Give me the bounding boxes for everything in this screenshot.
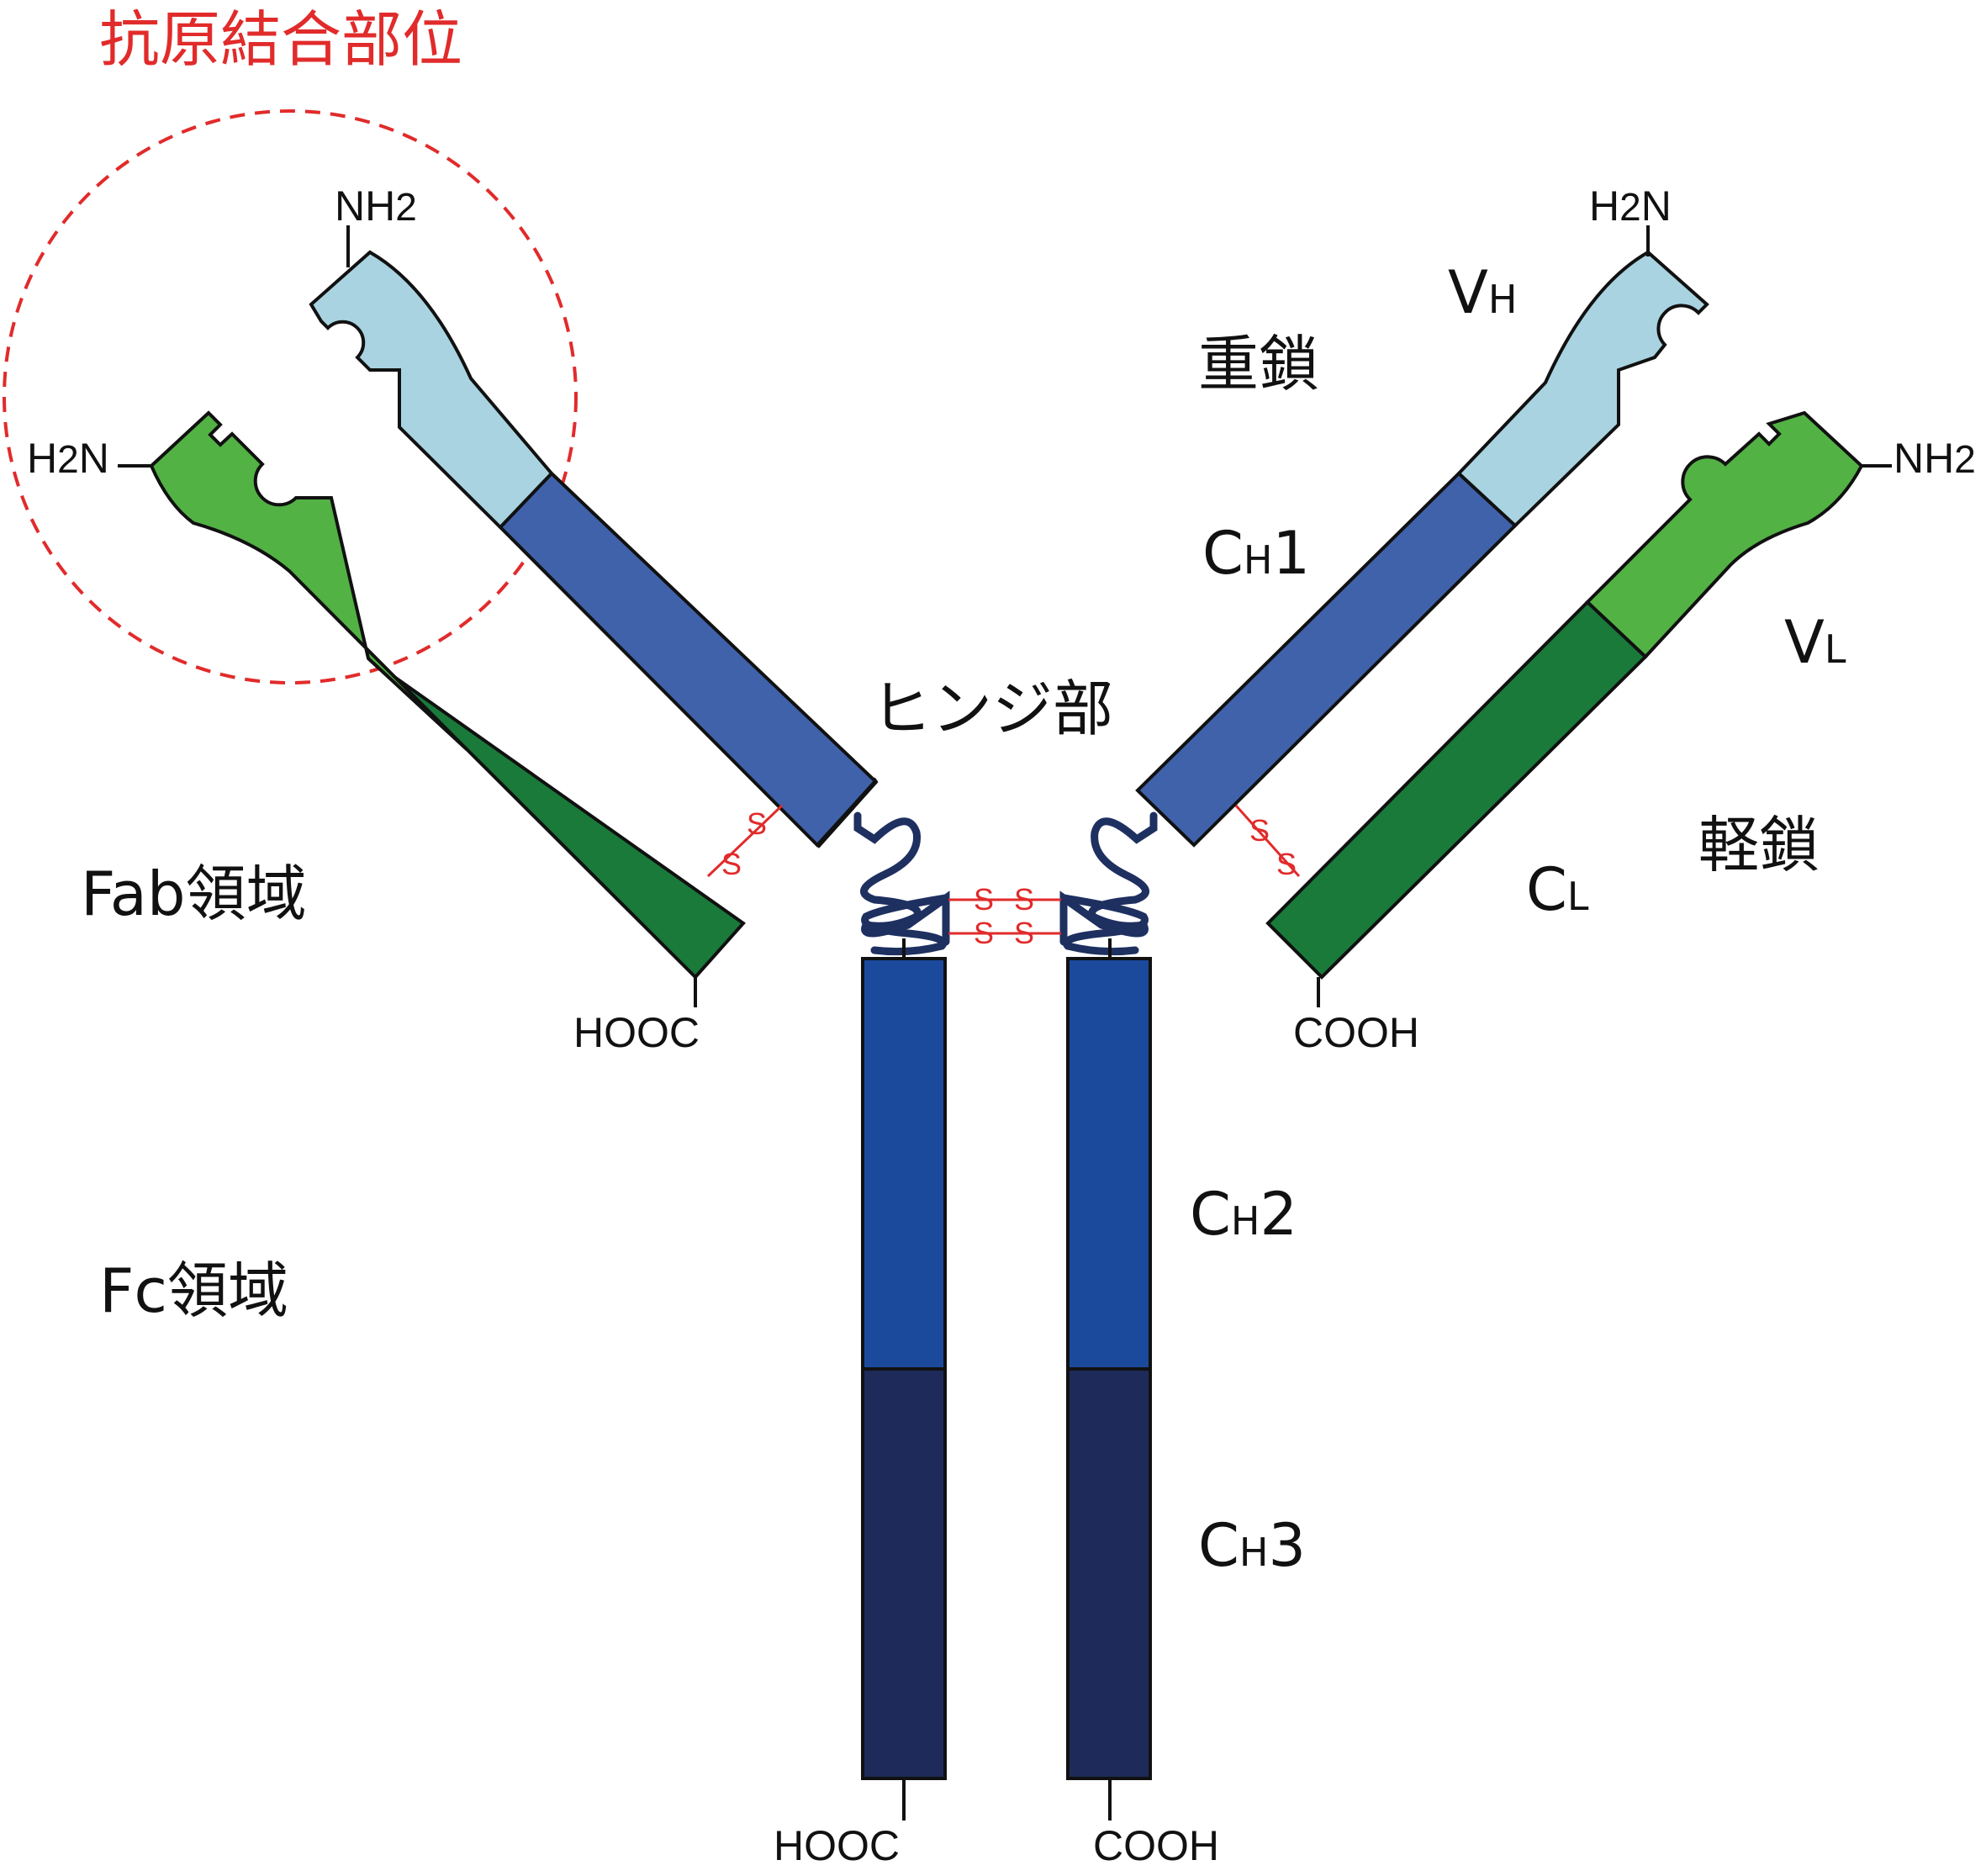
left-arm-s-lower: S (721, 847, 742, 881)
hinge-region (853, 811, 1158, 956)
left-fc-c-terminus: HOOC (774, 1822, 900, 1869)
right-light-c-terminus: COOH (1293, 1009, 1419, 1056)
left-heavy-n-terminus: NH2 (335, 182, 417, 230)
right-fc-c-terminus: COOH (1093, 1822, 1219, 1869)
right-disulfide-link (1234, 805, 1301, 877)
vh-label: VH (1448, 258, 1517, 327)
ch1-label: CH1 (1202, 519, 1310, 588)
right-ch2-domain (1066, 957, 1152, 1371)
hinge-label: ヒンジ部 (871, 674, 1113, 744)
right-arm-s-lower: S (1276, 847, 1297, 881)
antigen-binding-site-label: 抗原結合部位 (99, 4, 462, 75)
right-heavy-variable-domain (1456, 250, 1709, 528)
left-heavy-variable-domain (309, 250, 554, 530)
ch3-label: CH3 (1198, 1511, 1306, 1580)
fc-region-label: Fc領域 (99, 1255, 288, 1326)
vl-label: VL (1784, 608, 1846, 677)
antigen-binding-site-circle (3, 109, 578, 684)
terminus-ticks (118, 225, 1892, 1821)
left-ch2-domain (861, 957, 947, 1371)
hinge-s-3: S (974, 916, 994, 950)
hinge-s-1: S (974, 882, 994, 917)
left-light-variable-domain (149, 410, 468, 751)
left-disulfide-link (706, 804, 784, 878)
left-arm-s-upper: S (747, 806, 767, 841)
left-ch3-domain (861, 1367, 947, 1780)
right-heavy-n-terminus: H2N (1589, 182, 1672, 230)
light-chain-label: 軽鎖 (1698, 810, 1820, 880)
right-arm-s-upper: S (1249, 813, 1270, 848)
heavy-chain-label: 重鎖 (1198, 329, 1319, 399)
right-ch3-domain (1066, 1367, 1152, 1780)
ch2-label: CH2 (1190, 1180, 1297, 1249)
cl-label: CL (1526, 855, 1589, 924)
hinge-s-2: S (1014, 882, 1034, 917)
left-light-c-terminus: HOOC (573, 1009, 700, 1056)
left-hinge-lower-coil (861, 894, 950, 956)
left-light-n-terminus: H2N (27, 435, 109, 482)
right-hinge-lower-coil (1059, 894, 1149, 956)
right-light-variable-domain (1585, 410, 1864, 659)
fab-region-label: Fab領域 (81, 859, 307, 929)
right-light-n-terminus: NH2 (1894, 435, 1976, 482)
hinge-s-4: S (1014, 916, 1034, 950)
